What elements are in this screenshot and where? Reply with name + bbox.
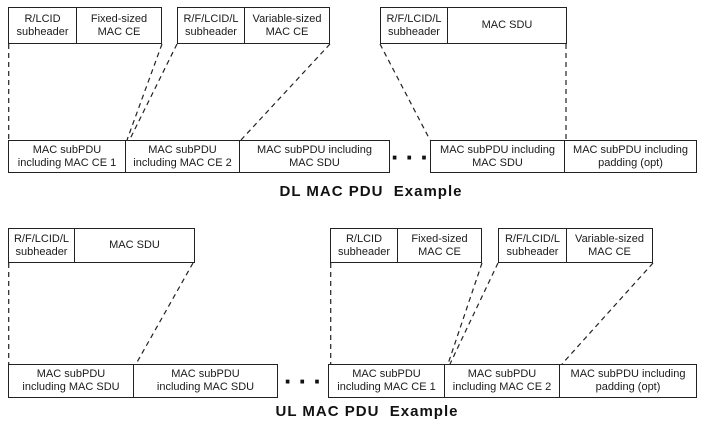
dl-pdu-box-4: MAC subPDU including MAC SDU bbox=[430, 140, 565, 173]
ul-pdu-box-3: MAC subPDU including MAC CE 1 bbox=[328, 364, 445, 398]
ul-map-line-6 bbox=[561, 262, 654, 365]
dl-ellipsis: ··· bbox=[391, 142, 435, 172]
dl-map-line-5 bbox=[379, 43, 431, 141]
dl-section-title: DL MAC PDU Example bbox=[279, 183, 463, 200]
ul-map-line-2 bbox=[135, 262, 194, 365]
dl-pdu-box-3: MAC subPDU including MAC SDU bbox=[240, 140, 390, 173]
dl-pdu-box-2: MAC subPDU including MAC CE 2 bbox=[126, 140, 240, 173]
dl-subpdu2-subheader: R/F/LCID/L subheader bbox=[177, 7, 245, 44]
ul-ellipsis: ··· bbox=[284, 366, 328, 396]
dl-subpdu3-payload: MAC SDU bbox=[448, 7, 567, 44]
ul-subpdu3-payload: Variable-sized MAC CE bbox=[567, 228, 653, 263]
ul-subpdu1-payload: MAC SDU bbox=[75, 228, 195, 263]
ul-subpdu1-subheader: R/F/LCID/L subheader bbox=[8, 228, 75, 263]
dl-subpdu1-subheader: R/LCID subheader bbox=[8, 7, 77, 44]
ul-pdu-box-2: MAC subPDU including MAC SDU bbox=[134, 364, 278, 398]
ul-section-title: UL MAC PDU Example bbox=[275, 403, 459, 420]
ul-map-line-5 bbox=[449, 262, 499, 365]
dl-map-line-2 bbox=[126, 43, 163, 141]
ul-pdu-box-4: MAC subPDU including MAC CE 2 bbox=[445, 364, 560, 398]
ul-subpdu3-subheader: R/F/LCID/L subheader bbox=[498, 228, 567, 263]
dl-pdu-box-5: MAC subPDU including padding (opt) bbox=[565, 140, 697, 173]
ul-subpdu2-subheader: R/LCID subheader bbox=[330, 228, 398, 263]
dl-pdu-box-1: MAC subPDU including MAC CE 1 bbox=[8, 140, 126, 173]
dl-subpdu2-payload: Variable-sized MAC CE bbox=[245, 7, 330, 44]
dl-subpdu1-payload: Fixed-sized MAC CE bbox=[77, 7, 162, 44]
ul-subpdu2-payload: Fixed-sized MAC CE bbox=[398, 228, 482, 263]
dl-map-line-4 bbox=[240, 43, 331, 141]
ul-map-line-4 bbox=[447, 262, 483, 365]
ul-pdu-box-5: MAC subPDU including padding (opt) bbox=[560, 364, 697, 398]
ul-pdu-box-1: MAC subPDU including MAC SDU bbox=[8, 364, 134, 398]
dl-map-line-3 bbox=[128, 43, 178, 141]
dl-subpdu3-subheader: R/F/LCID/L subheader bbox=[380, 7, 448, 44]
